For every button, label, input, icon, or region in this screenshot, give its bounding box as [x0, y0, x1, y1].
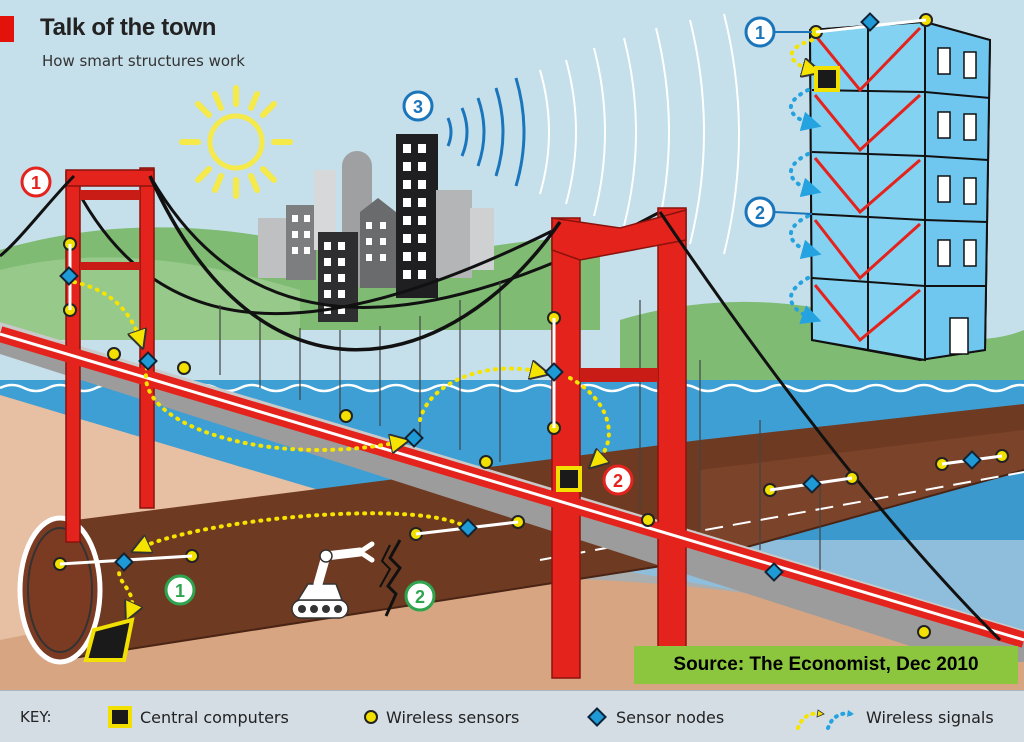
bridge-girder-stripe [0, 332, 1024, 642]
sun-icon [179, 85, 293, 199]
bridge-tower-right [551, 207, 687, 679]
key-wireless-sensors-label: Wireless sensors [386, 707, 520, 727]
wireless-signal-icon [796, 709, 854, 730]
callout-city-three-label: 3 [413, 97, 423, 117]
callout-bridge-one: 1 [20, 166, 52, 198]
key-central-computers-label: Central computers [140, 707, 289, 727]
sensor-node-icon [587, 707, 607, 727]
callout-bridge-two: 2 [602, 464, 634, 496]
central-computers [83, 66, 840, 662]
callout-leader-lines [773, 31, 813, 215]
callout-bridge-one-label: 1 [31, 173, 41, 193]
bridge-cable-left-end [0, 174, 76, 258]
wireless-signal-paths-blue [788, 88, 822, 324]
callout-city-three: 3 [402, 90, 434, 122]
callout-building-one: 1 [744, 16, 776, 48]
city-skyline [258, 134, 494, 322]
bridge-suspender-cables [219, 282, 821, 570]
source-credit: Source: The Economist, Dec 2010 [634, 646, 1018, 684]
central-computer-icon [108, 706, 132, 728]
sensor-nodes [59, 12, 982, 582]
city-wireless-waves [446, 77, 526, 187]
callout-building-one-label: 1 [755, 23, 765, 43]
legend-key: KEY: Central computers Wireless sensors … [0, 690, 1024, 742]
bridge-cable-right-end [658, 211, 1002, 642]
header-accent-bar [0, 16, 14, 42]
callout-pipe-one: 1 [164, 574, 196, 606]
wireless-signal-paths [72, 38, 812, 612]
page-subtitle: How smart structures work [42, 52, 245, 70]
callout-pipe-one-label: 1 [175, 581, 185, 601]
key-sensor-nodes-label: Sensor nodes [616, 707, 725, 727]
tunnel-crack-secondary [379, 544, 392, 588]
callout-pipe-two-label: 2 [415, 587, 425, 607]
wireless-sensor-icon [364, 710, 378, 724]
key-item-central-computers: Central computers [108, 706, 289, 728]
tunnel-crack [384, 539, 402, 617]
callout-building-two-label: 2 [755, 203, 765, 223]
callout-pipe-two: 2 [404, 580, 436, 612]
smart-building [808, 20, 992, 362]
inspection-robot-icon [291, 541, 375, 619]
page-title: Talk of the town [40, 14, 217, 41]
callout-building-two: 2 [744, 196, 776, 228]
key-item-sensor-nodes: Sensor nodes [586, 707, 725, 727]
key-label: KEY: [20, 708, 52, 726]
key-wireless-signals-label: Wireless signals [866, 707, 994, 727]
key-item-wireless-sensors: Wireless sensors [364, 708, 519, 727]
bridge-main-cable-front [148, 175, 562, 352]
callout-bridge-two-label: 2 [613, 471, 623, 491]
key-item-wireless-signals: Wireless signals [794, 702, 994, 732]
